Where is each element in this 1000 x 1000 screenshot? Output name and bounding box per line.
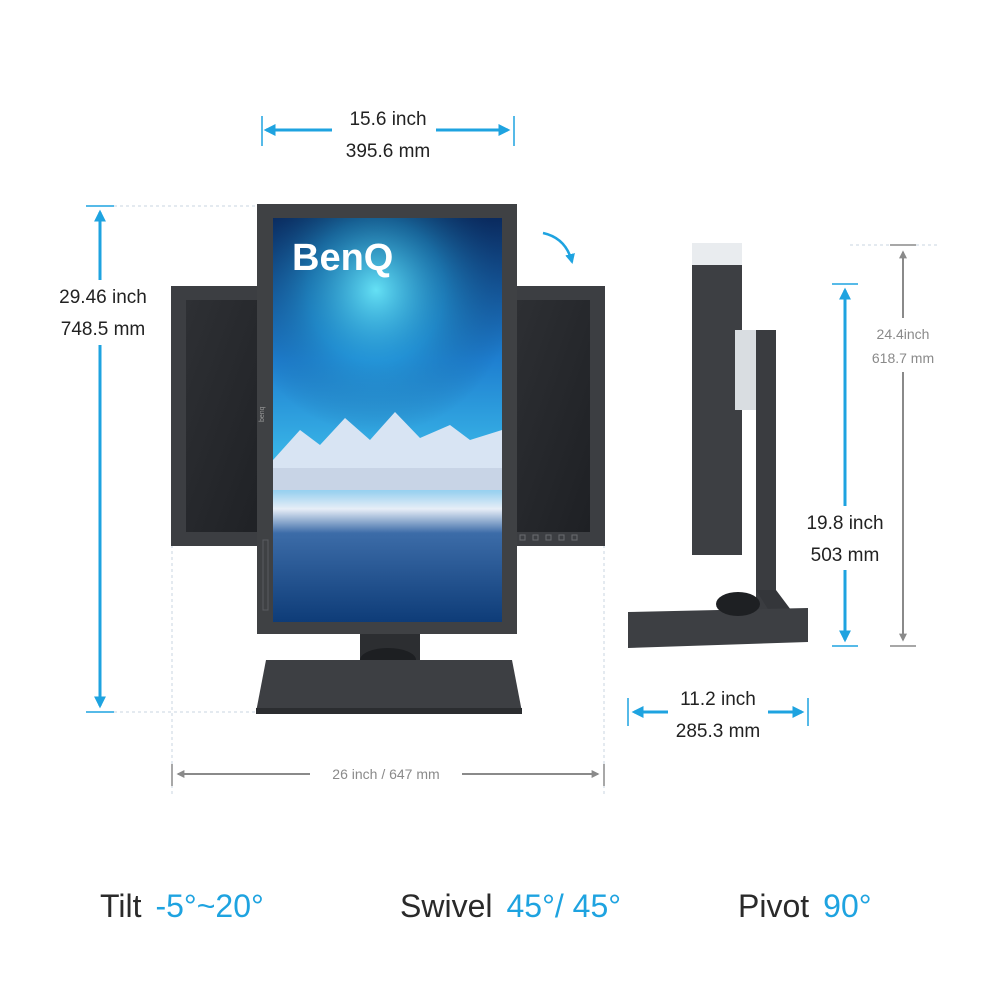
spec-pivot: Pivot 90°: [738, 888, 872, 925]
spec-pivot-value: 90°: [823, 888, 872, 924]
top-width-label: 15.6 inch 395.6 mm: [330, 104, 446, 168]
spec-pivot-label: Pivot: [738, 888, 810, 924]
top-width-metric: 395.6 mm: [345, 141, 431, 162]
side-min-height-imperial: 19.8 inch: [806, 513, 884, 534]
spec-swivel-value: 45°/ 45°: [506, 888, 622, 924]
front-stand: [256, 630, 522, 714]
spec-tilt-label: Tilt: [100, 888, 142, 924]
full-height-imperial: 29.46 inch: [59, 287, 147, 308]
full-height-label: 29.46 inch 748.5 mm: [48, 282, 158, 346]
full-width-label: 26 inch / 647 mm: [310, 762, 462, 786]
bezel-brand-text: benq: [259, 406, 266, 422]
front-monitor: [257, 204, 517, 634]
side-max-height-label: 24.4inch 618.7 mm: [858, 322, 948, 370]
rotate-arrow-icon: [542, 231, 575, 264]
side-min-height-metric: 503 mm: [810, 545, 880, 566]
spec-swivel-label: Swivel: [400, 888, 493, 924]
side-monitor: [628, 243, 808, 648]
side-depth-metric: 285.3 mm: [675, 721, 761, 742]
pivot-monitor-right: [505, 286, 605, 546]
side-max-height-imperial: 24.4inch: [876, 326, 930, 342]
full-height-metric: 748.5 mm: [60, 319, 146, 340]
side-min-height-label: 19.8 inch 503 mm: [795, 508, 895, 572]
spec-swivel: Swivel 45°/ 45°: [400, 888, 621, 925]
pivot-monitor-left: [171, 286, 271, 546]
side-max-height-metric: 618.7 mm: [871, 350, 935, 366]
top-width-imperial: 15.6 inch: [349, 109, 427, 130]
full-width-value: 26 inch / 647 mm: [332, 766, 440, 782]
spec-tilt-value: -5°~20°: [155, 888, 264, 924]
front-monitor-logo: BenQ: [292, 237, 393, 279]
side-depth-imperial: 11.2 inch: [680, 689, 756, 710]
spec-tilt: Tilt -5°~20°: [100, 888, 264, 925]
side-depth-label: 11.2 inch 285.3 mm: [660, 684, 776, 748]
